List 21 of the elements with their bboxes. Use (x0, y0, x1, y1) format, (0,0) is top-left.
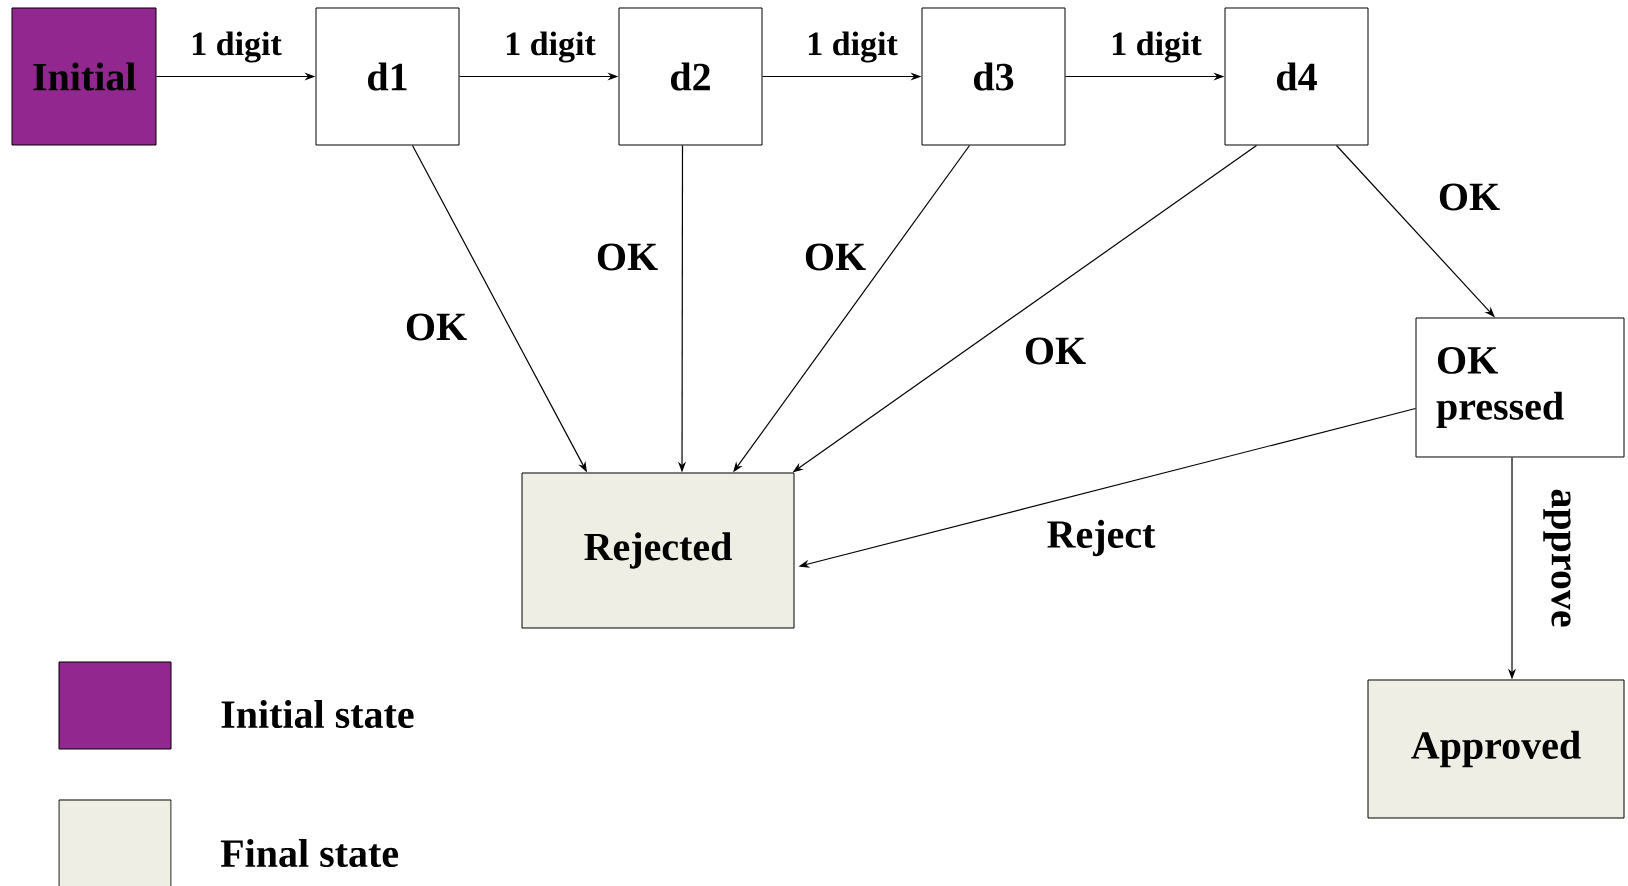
edge-label: OK (802, 242, 868, 272)
state-box: d2 (618, 7, 763, 146)
edge-label: 1 digit (805, 30, 899, 64)
legend-label: Initial state (221, 699, 414, 729)
edge-label: OK (594, 242, 660, 272)
edge-label: 1 digit (1109, 30, 1203, 64)
edge-label: OK (1436, 182, 1502, 212)
edge-label: OK (1022, 336, 1088, 366)
state-box: d1 (315, 7, 460, 146)
edge-label: 1 digit (503, 30, 597, 64)
legend-label: Final state (220, 838, 399, 868)
edge-label: Reject (1045, 518, 1157, 558)
state-box: Rejected (521, 472, 795, 629)
edge-label: OK (403, 312, 469, 342)
state-box: Initial (11, 7, 157, 146)
state-box: Approved (1367, 679, 1625, 819)
state-box: d4 (1224, 7, 1369, 146)
edge-label: approve (1542, 487, 1572, 629)
edge-label: 1 digit (189, 30, 283, 64)
state-box: d3 (921, 7, 1066, 146)
state-box: OK pressed (1415, 317, 1625, 458)
